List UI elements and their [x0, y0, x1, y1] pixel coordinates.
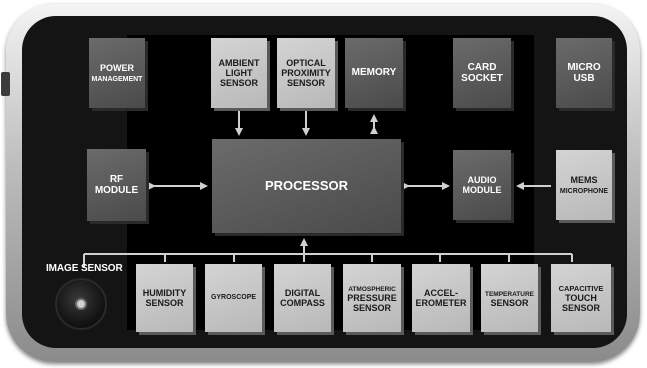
ambient-light-sensor-block: AMBIENT LIGHT SENSOR — [211, 38, 267, 108]
digital-compass-label: DIGITAL COMPASS — [280, 287, 325, 308]
optical-proximity-sensor-block: OPTICAL PROXIMITY SENSOR — [277, 38, 335, 108]
power-management-label-2: MANAGEMENT — [91, 75, 143, 83]
humidity-sensor-block: HUMIDITY SENSOR — [136, 264, 193, 332]
micro-usb-label: MICRO USB — [567, 61, 601, 84]
power-management-block: POWER MANAGEMENT — [89, 38, 145, 108]
mems-microphone-label-2: MICROPHONE — [559, 187, 609, 195]
ambient-light-sensor-label: AMBIENT LIGHT SENSOR — [218, 57, 260, 89]
gyroscope-label: GYROSCOPE — [210, 294, 257, 302]
camera-lens — [75, 298, 87, 310]
optical-proximity-sensor-label: OPTICAL PROXIMITY SENSOR — [281, 57, 331, 89]
camera-icon — [55, 278, 107, 330]
audio-module-block: AUDIO MODULE — [453, 150, 511, 220]
atmospheric-pressure-sensor-block: ATMOSPHERIC PRESSURE SENSOR — [343, 264, 401, 332]
atmospheric-pressure-label-2: PRESSURE SENSOR — [347, 293, 397, 314]
power-management-label-1: POWER — [99, 62, 134, 73]
humidity-sensor-label: HUMIDITY SENSOR — [142, 287, 187, 308]
accelerometer-block: ACCEL-EROMETER — [412, 264, 470, 332]
processor-label: PROCESSOR — [264, 177, 349, 193]
image-sensor-label: IMAGE SENSOR — [46, 263, 123, 274]
digital-compass-block: DIGITAL COMPASS — [274, 264, 331, 332]
card-socket-block: CARD SOCKET — [453, 38, 511, 108]
micro-usb-block: MICRO USB — [556, 38, 612, 108]
temperature-sensor-block: TEMPERATURE SENSOR — [481, 264, 538, 332]
atmospheric-pressure-label-1: ATMOSPHERIC — [348, 285, 396, 293]
temperature-sensor-label-1: TEMPERATURE — [485, 290, 534, 298]
accelerometer-label: ACCEL-EROMETER — [415, 287, 467, 308]
audio-module-label: AUDIO MODULE — [462, 174, 502, 195]
rf-module-label: RF MODULE — [94, 173, 139, 196]
side-button — [1, 72, 10, 96]
gyroscope-block: GYROSCOPE — [205, 264, 262, 332]
memory-label: MEMORY — [351, 67, 397, 79]
rf-module-block: RF MODULE — [87, 149, 146, 221]
capacitive-touch-sensor-block: CAPACITIVE TOUCH SENSOR — [551, 264, 611, 332]
memory-block: MEMORY — [345, 38, 403, 108]
capacitive-touch-label-1: CAPACITIVE — [558, 283, 604, 293]
card-socket-label: CARD SOCKET — [461, 61, 503, 84]
mems-microphone-label-1: MEMS — [570, 174, 598, 185]
temperature-sensor-label-2: SENSOR — [490, 298, 529, 309]
processor-block: PROCESSOR — [212, 139, 401, 233]
mems-microphone-block: MEMS MICROPHONE — [556, 150, 612, 220]
capacitive-touch-label-2: TOUCH SENSOR — [561, 293, 600, 314]
